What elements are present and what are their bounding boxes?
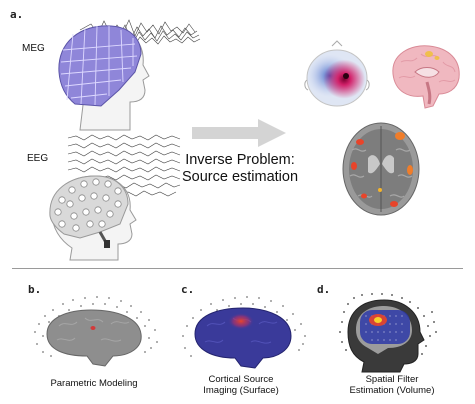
caption-c-line-2: Imaging (Surface) <box>176 385 306 396</box>
caption-d-line-1: Spatial Filter <box>326 374 458 385</box>
parametric-model-figure <box>25 290 165 370</box>
caption-d: Spatial Filter Estimation (Volume) <box>326 374 458 396</box>
cortical-surface-figure <box>175 290 315 370</box>
inverse-arrow <box>190 118 290 148</box>
caption-b: Parametric Modeling <box>24 378 164 389</box>
sagittal-brain <box>385 40 465 112</box>
caption-c: Cortical Source Imaging (Surface) <box>176 374 306 396</box>
volume-grid-d <box>360 310 410 344</box>
inverse-problem-title: Inverse Problem: Source estimation <box>168 152 312 186</box>
panel-a-letter: a. <box>10 8 23 21</box>
axial-brain-slice <box>340 120 422 218</box>
meg-head-figure <box>45 10 205 135</box>
dipole-source <box>91 326 96 330</box>
panel-d-letter: d. <box>317 283 330 296</box>
gray-cortex-b <box>47 310 141 366</box>
eeg-head-figure <box>40 128 200 260</box>
volume-beamformer-figure <box>338 292 438 374</box>
surface-activation <box>219 310 263 338</box>
title-line-2: Source estimation <box>168 169 312 186</box>
section-divider <box>12 268 463 269</box>
caption-c-line-1: Cortical Source <box>176 374 306 385</box>
sensor-topography-map <box>302 40 372 110</box>
title-line-1: Inverse Problem: <box>168 152 312 169</box>
caption-d-line-2: Estimation (Volume) <box>326 385 458 396</box>
meg-label: MEG <box>22 43 45 54</box>
eeg-strap-buckle <box>104 240 110 248</box>
